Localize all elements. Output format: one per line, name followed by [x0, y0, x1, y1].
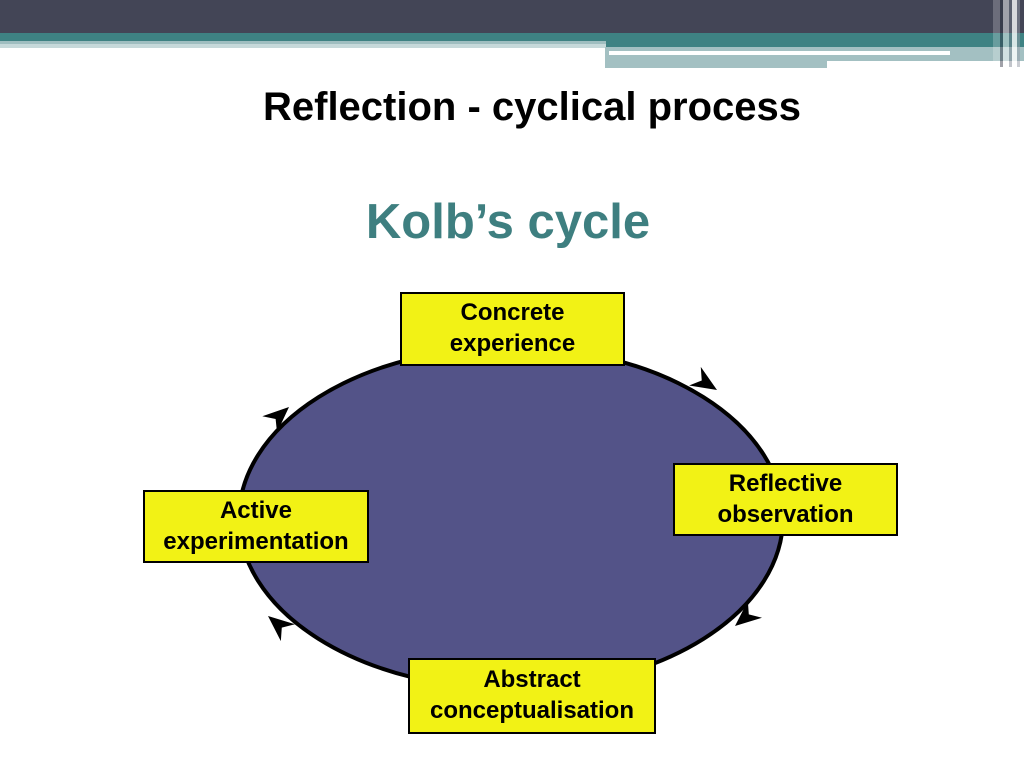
header-band-light-step: [605, 61, 827, 68]
arrow-top-left-icon: [262, 407, 289, 433]
node-label-line: Abstract: [483, 666, 581, 694]
arrow-bottom-right-icon: [735, 600, 762, 626]
slide-title: Reflection - cyclical process: [262, 85, 801, 129]
node-label-line: conceptualisation: [429, 697, 635, 724]
node-reflective-observation: Reflective observation: [673, 463, 898, 536]
node-concrete-experience: Concrete experience: [400, 292, 625, 366]
arrow-bottom-left-icon: [268, 616, 295, 642]
arrow-top-right-icon: [689, 366, 717, 390]
header-white-line: [609, 51, 950, 55]
header-strip-light-lower: [0, 44, 606, 48]
header-band-dark: [0, 0, 1024, 33]
node-active-experimentation: Active experimentation: [143, 490, 369, 563]
header-strip-light-upper: [0, 41, 606, 44]
node-label-line: observation: [717, 500, 854, 528]
node-abstract-conceptualisation: Abstract conceptualisation: [408, 658, 656, 734]
node-label-line: Concrete: [460, 299, 565, 327]
slide-subtitle: Kolb’s cycle: [365, 195, 651, 249]
node-label-line: Active: [219, 496, 293, 524]
node-label-line: Reflective: [728, 469, 843, 497]
node-label-line: experimentation: [163, 527, 349, 555]
node-label-line: experience: [449, 330, 576, 357]
